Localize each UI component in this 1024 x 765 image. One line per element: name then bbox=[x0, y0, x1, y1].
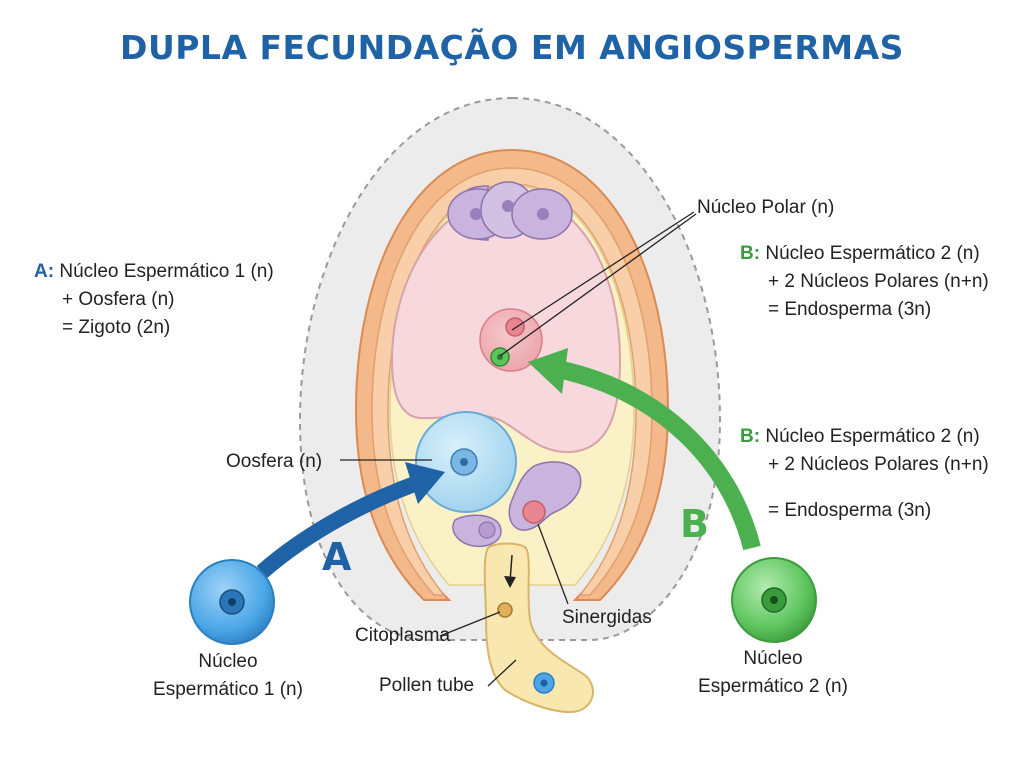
legend-a-line3: = Zigoto (2n) bbox=[62, 317, 171, 338]
legend-a-line1: A: Núcleo Espermático 1 (n) bbox=[34, 258, 274, 286]
arrow-a-letter: A bbox=[322, 535, 352, 579]
legend-b-mid-line3: = Endosperma (3n) bbox=[768, 500, 932, 521]
legend-b-top-key: B: bbox=[740, 243, 761, 264]
leader-lines bbox=[340, 211, 697, 687]
arrow-b-letter: B bbox=[680, 502, 709, 546]
polar-nucleus-label: Núcleo Polar (n) bbox=[697, 197, 835, 218]
legend-a-key: A: bbox=[34, 261, 55, 282]
synergids bbox=[452, 461, 582, 548]
legend-b-mid-text1: Núcleo Espermático 2 (n) bbox=[765, 426, 980, 447]
egg-cell-label: Oosfera (n) bbox=[226, 451, 323, 472]
legend-b-mid-key: B: bbox=[740, 426, 761, 447]
legend-b-top-text1: Núcleo Espermático 2 (n) bbox=[765, 243, 980, 264]
sperm1-label: Núcleo Espermático 1 (n) bbox=[143, 648, 313, 704]
sperm2-label-line1: Núcleo bbox=[743, 648, 803, 669]
legend-b-mid: B: Núcleo Espermático 2 (n) + 2 Núcleos … bbox=[740, 423, 989, 525]
sperm2-label: Núcleo Espermático 2 (n) bbox=[688, 645, 858, 701]
sperm1-label-line2: Espermático 1 (n) bbox=[153, 679, 303, 700]
antipodal-cells bbox=[447, 181, 573, 241]
sperm1-label-line1: Núcleo bbox=[198, 651, 258, 672]
curved-arrow-icon bbox=[528, 348, 761, 551]
pollen-tube bbox=[483, 542, 594, 714]
curved-arrow-icon bbox=[256, 462, 445, 579]
legend-a: A: Núcleo Espermático 1 (n) + Oosfera (n… bbox=[34, 258, 274, 342]
egg-cell bbox=[415, 411, 517, 513]
synergids-label: Sinergidas bbox=[562, 607, 652, 628]
legend-b-top-line3: = Endosperma (3n) bbox=[768, 299, 932, 320]
legend-b-top: B: Núcleo Espermático 2 (n) + 2 Núcleos … bbox=[740, 240, 989, 324]
legend-b-mid-line2: + 2 Núcleos Polares (n+n) bbox=[768, 454, 989, 475]
legend-a-text1: Núcleo Espermático 1 (n) bbox=[59, 261, 274, 282]
down-arrow-icon bbox=[504, 554, 516, 588]
sperm-nucleus-1 bbox=[189, 559, 275, 645]
legend-b-mid-line1: B: Núcleo Espermático 2 (n) bbox=[740, 423, 989, 451]
pollen-tube-label: Pollen tube bbox=[379, 675, 475, 696]
sperm-nucleus-2 bbox=[731, 557, 817, 643]
legend-b-top-line2: + 2 Núcleos Polares (n+n) bbox=[768, 271, 989, 292]
cytoplasm-label: Citoplasma bbox=[355, 625, 451, 646]
diagram-title: DUPLA FECUNDAÇÃO EM ANGIOSPERMAS bbox=[120, 28, 904, 67]
pollen-tube-nucleus bbox=[497, 602, 513, 618]
legend-a-line2: + Oosfera (n) bbox=[62, 289, 175, 310]
legend-b-top-line1: B: Núcleo Espermático 2 (n) bbox=[740, 240, 989, 268]
sperm2-label-line2: Espermático 2 (n) bbox=[698, 676, 848, 697]
